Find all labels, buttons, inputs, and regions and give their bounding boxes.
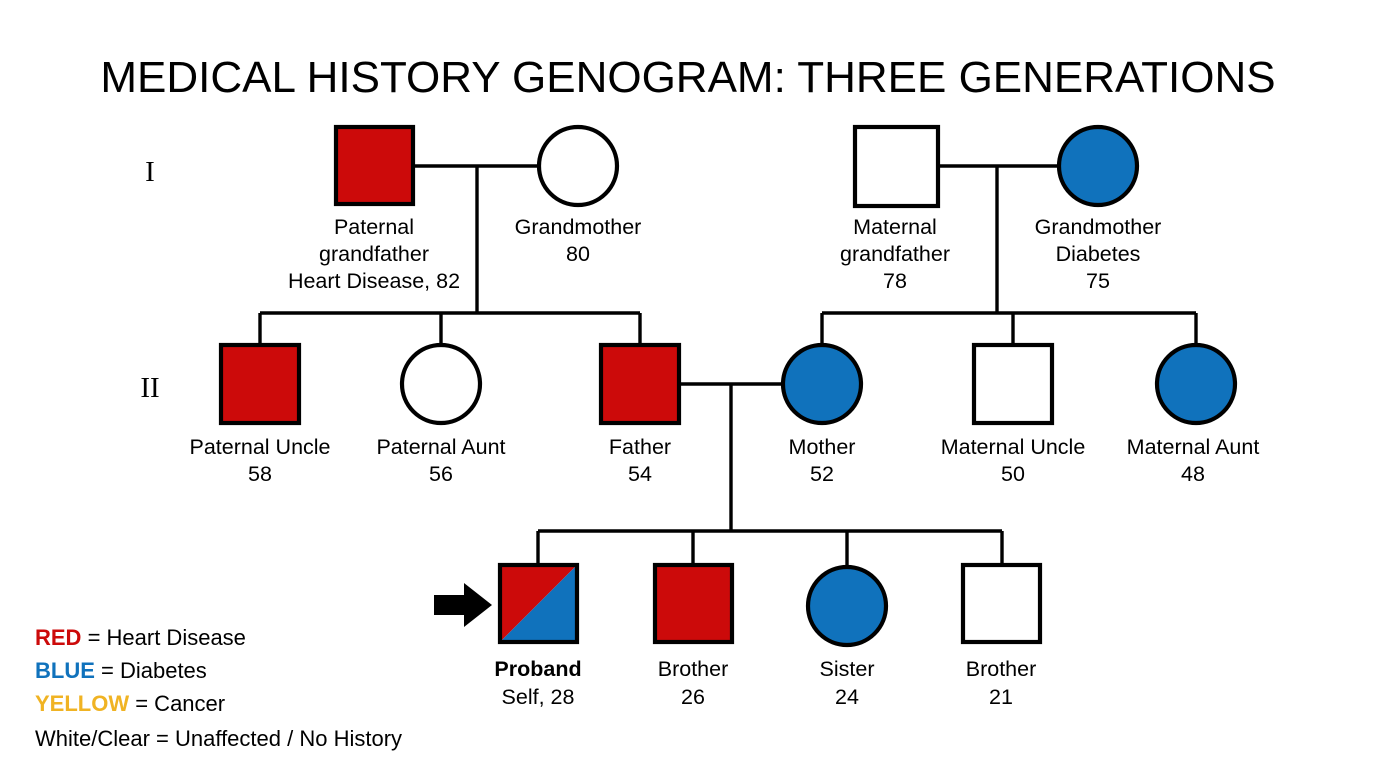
symbol-paternal-aunt[interactable] — [399, 342, 483, 426]
label-sister-24-line1: Sister — [820, 657, 875, 681]
symbol-sister-24[interactable] — [805, 564, 889, 648]
legend-key-3: White/Clear — [35, 726, 150, 751]
label-maternal-aunt-line1: Maternal Aunt — [1127, 435, 1260, 459]
label-father-line2: 54 — [628, 462, 652, 486]
label-maternal-grandmother-line3: 75 — [1086, 269, 1110, 293]
legend-key-2: YELLOW — [35, 691, 129, 716]
page-title: MEDICAL HISTORY GENOGRAM: THREE GENERATI… — [100, 53, 1275, 102]
label-paternal-grandmother-line1: Grandmother — [515, 215, 642, 239]
symbol-proband[interactable] — [497, 562, 580, 645]
label-maternal-uncle-line2: 50 — [1001, 462, 1025, 486]
symbol-maternal-uncle[interactable] — [971, 342, 1055, 426]
label-maternal-grandfather-line3: 78 — [883, 269, 907, 293]
label-paternal-aunt-line1: Paternal Aunt — [376, 435, 505, 459]
label-paternal-grandfather-line3: Heart Disease, 82 — [288, 269, 460, 293]
label-mother-line1: Mother — [789, 435, 856, 459]
legend-text-0: = Heart Disease — [81, 625, 245, 650]
label-brother-26-line1: Brother — [658, 657, 729, 681]
symbol-paternal-grandfather[interactable] — [333, 124, 416, 207]
proband-outline — [497, 562, 580, 645]
symbol-father[interactable] — [598, 342, 682, 426]
label-sister-24-line2: 24 — [835, 685, 859, 709]
legend-key-1: BLUE — [35, 658, 95, 683]
label-paternal-uncle-line1: Paternal Uncle — [189, 435, 330, 459]
legend-row-2: YELLOW = Cancer — [35, 691, 225, 716]
legend-text-2: = Cancer — [129, 691, 225, 716]
symbol-brother-21[interactable] — [960, 562, 1043, 645]
symbol-brother-26[interactable] — [652, 562, 735, 645]
symbol-mother[interactable] — [780, 342, 864, 426]
label-maternal-grandmother-line1: Grandmother — [1035, 215, 1162, 239]
symbol-paternal-grandmother[interactable] — [536, 124, 620, 208]
label-maternal-grandfather-line2: grandfather — [840, 242, 950, 266]
generation-label-2: II — [140, 372, 159, 404]
label-paternal-grandfather-line2: grandfather — [319, 242, 429, 266]
legend-key-0: RED — [35, 625, 81, 650]
label-paternal-grandfather-line1: Paternal — [334, 215, 414, 239]
connector-lines — [258, 164, 1198, 567]
label-maternal-uncle-line1: Maternal Uncle — [941, 435, 1086, 459]
symbol-paternal-uncle[interactable] — [218, 342, 302, 426]
label-maternal-grandmother-line2: Diabetes — [1056, 242, 1141, 266]
label-maternal-aunt-line2: 48 — [1181, 462, 1205, 486]
label-mother-line2: 52 — [810, 462, 834, 486]
symbol-maternal-grandmother[interactable] — [1056, 124, 1140, 208]
legend-row-1: BLUE = Diabetes — [35, 658, 207, 683]
symbol-maternal-grandfather[interactable] — [852, 124, 941, 209]
label-paternal-grandmother-line2: 80 — [566, 242, 590, 266]
label-proband-line2: Self, 28 — [502, 685, 575, 709]
proband-arrow-icon — [434, 583, 492, 627]
label-father-line1: Father — [609, 435, 671, 459]
label-brother-21-line2: 21 — [989, 685, 1013, 709]
legend-text-3: = Unaffected / No History — [150, 726, 402, 751]
label-paternal-aunt-line2: 56 — [429, 462, 453, 486]
label-proband-line1: Proband — [494, 657, 581, 681]
label-paternal-uncle-line2: 58 — [248, 462, 272, 486]
legend-row-3: White/Clear = Unaffected / No History — [35, 726, 402, 751]
legend: RED = Heart Disease BLUE = Diabetes YELL… — [35, 625, 402, 751]
legend-text-1: = Diabetes — [95, 658, 207, 683]
proband-fill-blue-lower-right — [500, 565, 577, 642]
legend-row-0: RED = Heart Disease — [35, 625, 246, 650]
label-maternal-grandfather-line1: Maternal — [853, 215, 937, 239]
generation-label-1: I — [145, 156, 155, 188]
label-brother-26-line2: 26 — [681, 685, 705, 709]
symbol-maternal-aunt[interactable] — [1154, 342, 1238, 426]
label-brother-21-line1: Brother — [966, 657, 1037, 681]
